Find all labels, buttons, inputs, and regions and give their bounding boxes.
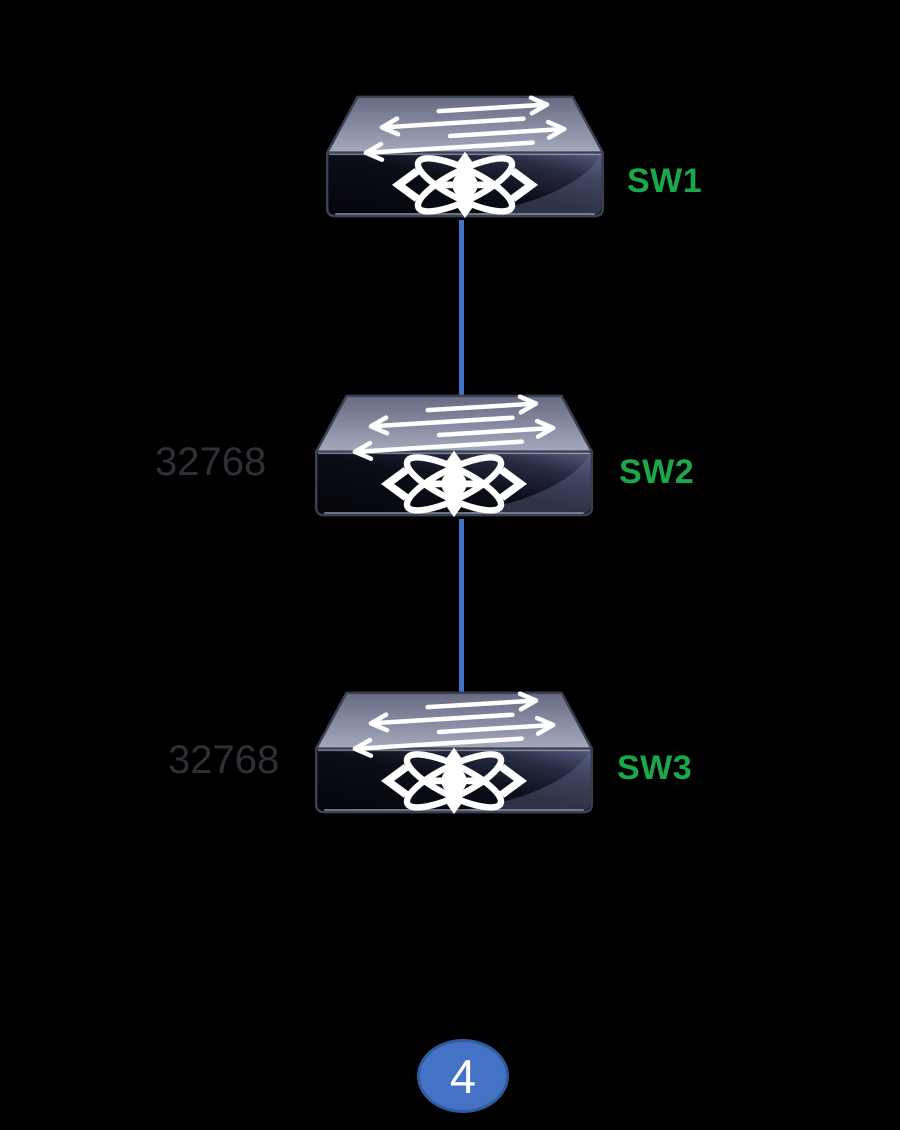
switch-node-sw3 (311, 688, 597, 819)
node-label-sw3: SW3 (617, 749, 693, 787)
switch-icon (311, 688, 597, 819)
switch-icon (322, 92, 608, 223)
switch-node-sw1 (322, 92, 608, 223)
node-label-sw2: SW2 (619, 453, 695, 491)
link-sw2-sw3 (459, 519, 464, 695)
node-label-sw1: SW1 (627, 162, 703, 200)
switch-node-sw2 (311, 391, 597, 522)
page-number-badge: 4 (417, 1039, 509, 1113)
priority-label-sw2: 32768 (155, 440, 267, 484)
page-number-text: 4 (449, 1049, 477, 1103)
link-sw1-sw2 (459, 220, 464, 398)
priority-label-sw3: 32768 (168, 738, 280, 782)
switch-icon (311, 391, 597, 522)
